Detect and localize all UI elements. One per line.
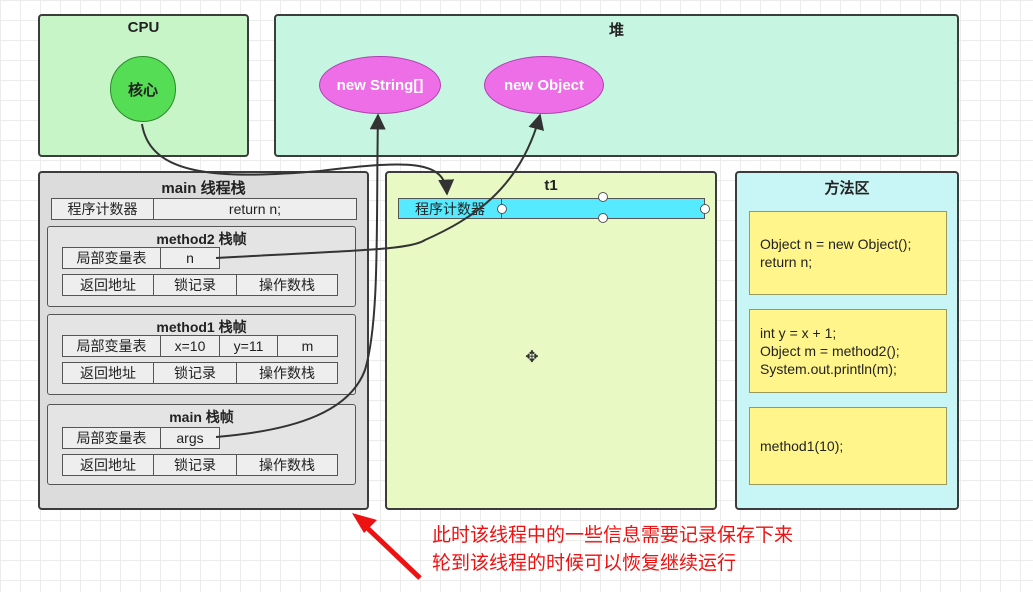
- lock-record: 锁记录: [153, 454, 237, 476]
- selection-handle[interactable]: [598, 213, 608, 223]
- annotation-line-2: 轮到该线程的时候可以恢复继续运行: [432, 553, 737, 574]
- main-thread-stack: main 线程栈 程序计数器 return n; method2 栈帧 局部变量…: [38, 171, 369, 510]
- frame-main: main 栈帧 局部变量表 args 返回地址 锁记录 操作数栈: [47, 404, 356, 485]
- selection-handle[interactable]: [497, 204, 507, 214]
- frame-method2: method2 栈帧 局部变量表 n 返回地址 锁记录 操作数栈: [47, 226, 356, 307]
- t1-pc-label: 程序计数器: [398, 198, 502, 219]
- cpu-box: CPU 核心: [38, 14, 249, 157]
- operand-stack: 操作数栈: [236, 362, 338, 384]
- return-address: 返回地址: [62, 274, 154, 296]
- locals-label: 局部变量表: [62, 247, 161, 269]
- lock-record: 锁记录: [153, 274, 237, 296]
- code-line: return n;: [760, 254, 813, 270]
- local-var: args: [160, 427, 220, 449]
- cpu-core-label: 核心: [127, 81, 158, 99]
- cpu-title: CPU: [127, 19, 160, 36]
- cpu-core: 核心: [110, 56, 176, 122]
- code-line: method1(10);: [760, 438, 844, 454]
- heap-object-string-array: new String[]: [319, 56, 441, 114]
- frame-main-title: main 栈帧: [169, 409, 234, 425]
- annotation-line-1: 此时该线程中的一些信息需要记录保存下来: [432, 525, 794, 546]
- red-arrow-head: [352, 513, 377, 533]
- method-area-title: 方法区: [824, 180, 870, 197]
- thread-t1: t1 程序计数器 ✥: [385, 171, 717, 510]
- annotation-text: 此时该线程中的一些信息需要记录保存下来 轮到该线程的时候可以恢复继续运行: [432, 522, 793, 578]
- code-line: System.out.println(m);: [760, 361, 897, 377]
- method-area: 方法区 Object n = new Object(); return n; i…: [735, 171, 959, 510]
- frame-method1-title: method1 栈帧: [156, 319, 247, 335]
- t1-title: t1: [544, 177, 558, 194]
- lock-record: 锁记录: [153, 362, 237, 384]
- code-line: Object n = new Object();: [760, 236, 912, 252]
- code-line: int y = x + 1;: [760, 325, 837, 341]
- selection-handle[interactable]: [598, 192, 608, 202]
- locals-label: 局部变量表: [62, 427, 161, 449]
- local-var: n: [160, 247, 220, 269]
- code-block-method2: Object n = new Object(); return n;: [749, 211, 947, 295]
- heap-object-object-label: new Object: [503, 76, 585, 94]
- move-cursor-icon: ✥: [525, 349, 539, 366]
- local-var: y=11: [219, 335, 278, 357]
- local-var: x=10: [160, 335, 220, 357]
- operand-stack: 操作数栈: [236, 454, 338, 476]
- heap-title: 堆: [608, 22, 624, 39]
- heap-object-object: new Object: [484, 56, 604, 114]
- selection-handle[interactable]: [700, 204, 710, 214]
- return-address: 返回地址: [62, 362, 154, 384]
- heap-box: 堆 new String[] new Object: [274, 14, 959, 157]
- operand-stack: 操作数栈: [236, 274, 338, 296]
- locals-label: 局部变量表: [62, 335, 161, 357]
- main-stack-title: main 线程栈: [161, 180, 246, 197]
- code-block-method1: int y = x + 1; Object m = method2(); Sys…: [749, 309, 947, 393]
- main-pc-label: 程序计数器: [51, 198, 154, 220]
- heap-object-string-array-label: new String[]: [336, 76, 424, 94]
- return-address: 返回地址: [62, 454, 154, 476]
- code-block-main: method1(10);: [749, 407, 947, 485]
- main-pc-value: return n;: [153, 198, 357, 220]
- local-var: m: [277, 335, 338, 357]
- code-line: Object m = method2();: [760, 343, 900, 359]
- frame-method2-title: method2 栈帧: [156, 231, 247, 247]
- red-annotation-arrow: [358, 519, 422, 580]
- frame-method1: method1 栈帧 局部变量表 x=10 y=11 m 返回地址 锁记录 操作…: [47, 314, 356, 395]
